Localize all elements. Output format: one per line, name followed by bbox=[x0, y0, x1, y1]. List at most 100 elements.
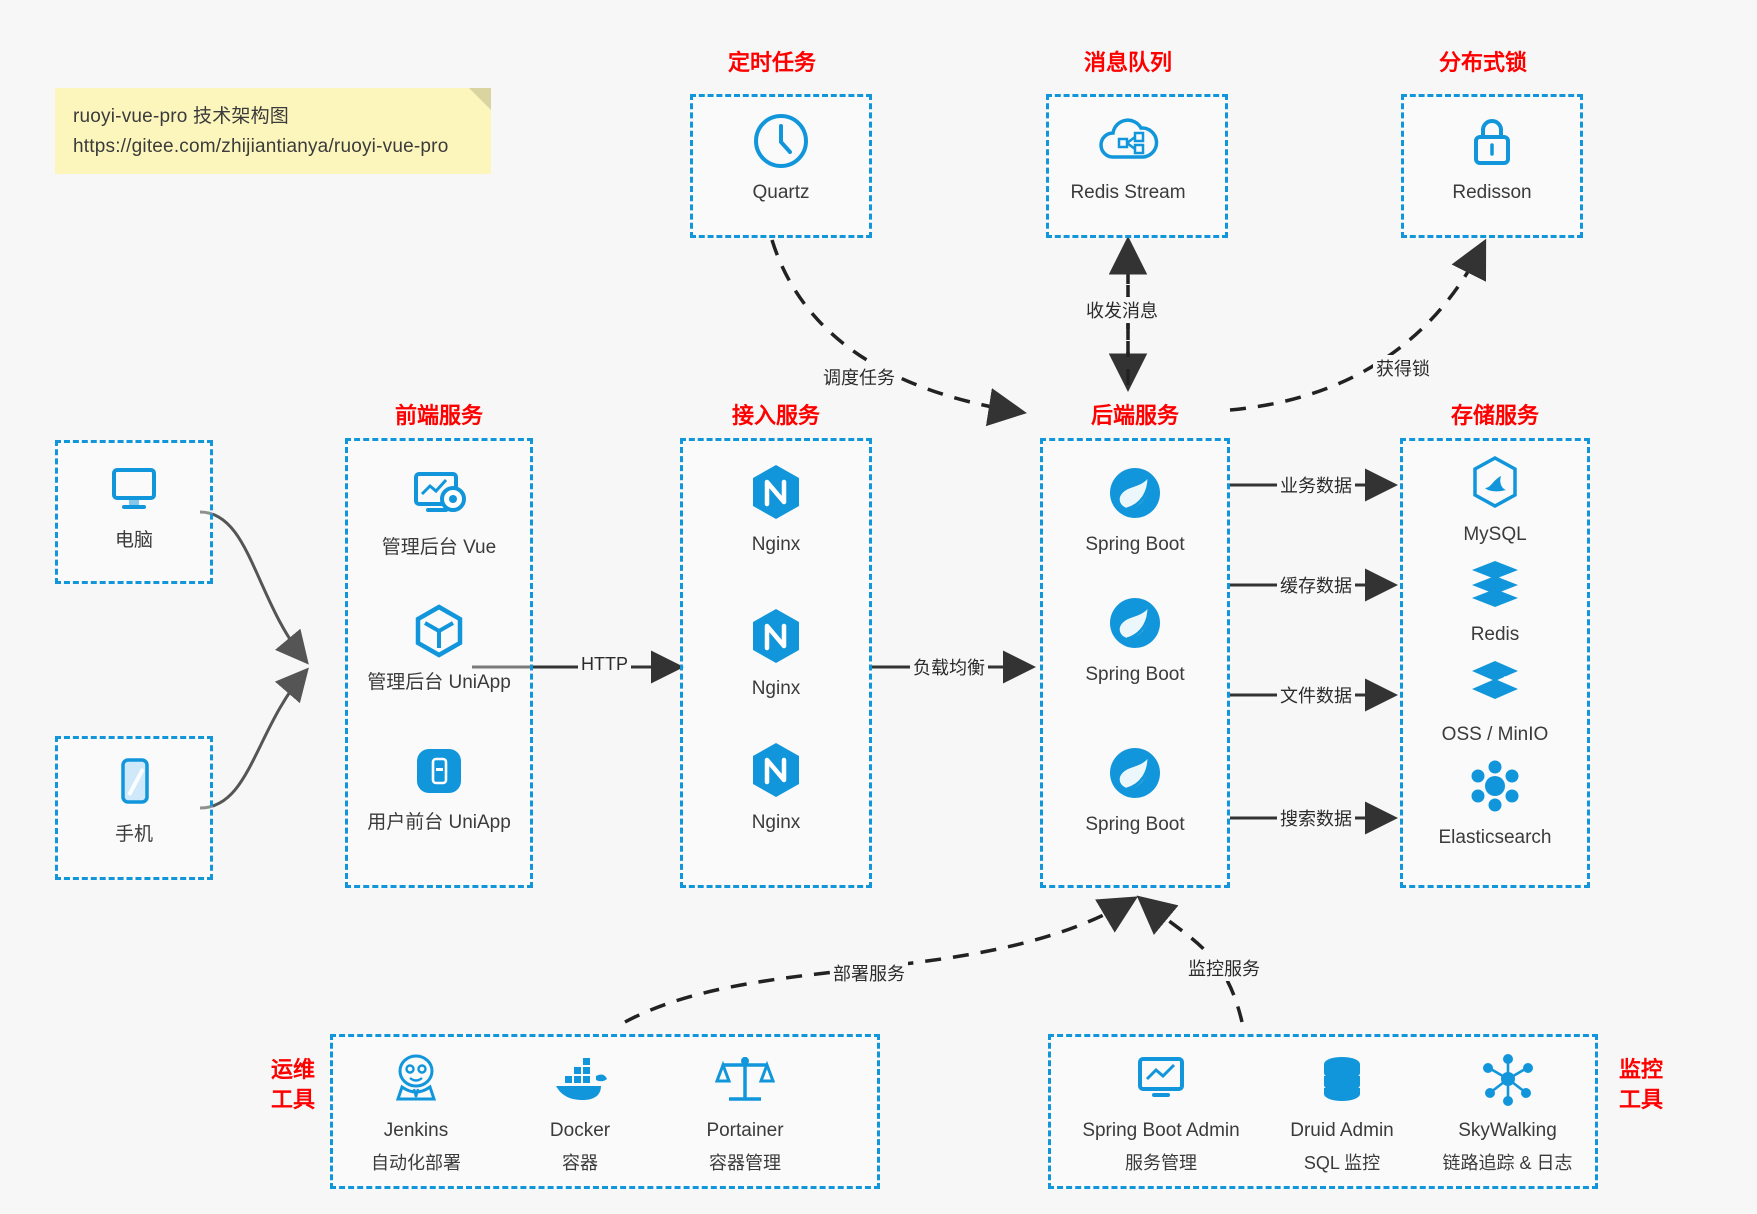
nginx-icon bbox=[747, 606, 805, 668]
docker-whale-icon bbox=[550, 1048, 610, 1110]
node-nginx-2[interactable]: Nginx bbox=[696, 606, 856, 701]
edge-label-monitor-service: 监控服务 bbox=[1185, 955, 1263, 981]
monitor-chart-icon bbox=[1132, 1048, 1190, 1110]
title-sticky-note: ruoyi-vue-pro 技术架构图 https://gitee.com/zh… bbox=[55, 88, 491, 174]
node-label: Redis bbox=[1470, 624, 1520, 645]
node-sublabel: 容器 bbox=[562, 1153, 598, 1173]
spring-leaf-icon bbox=[1105, 742, 1165, 804]
edge-label-cache-data: 缓存数据 bbox=[1277, 572, 1355, 598]
group-title-monitor-line1: 监控 bbox=[1618, 1057, 1663, 1082]
note-fold-corner bbox=[469, 88, 491, 110]
node-nginx-3[interactable]: Nginx bbox=[696, 740, 856, 835]
node-admin-uniapp[interactable]: 管理后台 UniApp bbox=[359, 600, 519, 695]
node-nginx-1[interactable]: Nginx bbox=[696, 462, 856, 557]
desktop-monitor-icon bbox=[105, 458, 163, 520]
elasticsearch-icon bbox=[1466, 755, 1524, 817]
note-line-url: https://gitee.com/zhijiantianya/ruoyi-vu… bbox=[73, 136, 449, 157]
portainer-scale-icon bbox=[715, 1048, 775, 1110]
node-quartz[interactable]: Quartz bbox=[701, 110, 861, 205]
spring-leaf-icon bbox=[1105, 592, 1165, 654]
group-title-mq: 消息队列 bbox=[1083, 50, 1172, 75]
note-line-title: ruoyi-vue-pro 技术架构图 bbox=[73, 106, 290, 127]
group-title-lock: 分布式锁 bbox=[1438, 50, 1527, 75]
node-admin-vue[interactable]: 管理后台 Vue bbox=[359, 465, 519, 560]
node-docker[interactable]: Docker 容器 bbox=[500, 1048, 660, 1176]
group-title-devops-line2: 工具 bbox=[270, 1087, 315, 1112]
group-title-frontend: 前端服务 bbox=[394, 403, 483, 428]
group-title-gateway: 接入服务 bbox=[731, 403, 820, 428]
node-redis[interactable]: Redis bbox=[1415, 552, 1575, 647]
node-label: Nginx bbox=[751, 534, 801, 555]
node-druid-admin[interactable]: Druid Admin SQL 监控 bbox=[1262, 1048, 1422, 1176]
node-label: Druid Admin bbox=[1290, 1120, 1394, 1141]
node-spring-boot-3[interactable]: Spring Boot bbox=[1055, 742, 1215, 837]
node-label: 管理后台 UniApp bbox=[367, 672, 511, 693]
edge-label-file-data: 文件数据 bbox=[1277, 682, 1355, 708]
node-label: Spring Boot bbox=[1085, 534, 1185, 555]
node-mysql[interactable]: MySQL bbox=[1415, 452, 1575, 547]
node-label: Elasticsearch bbox=[1438, 827, 1552, 848]
group-box-devops bbox=[330, 1034, 880, 1189]
group-title-storage: 存储服务 bbox=[1450, 403, 1539, 428]
node-sublabel: 自动化部署 bbox=[371, 1153, 461, 1173]
group-title-monitor: 监控 工具 bbox=[1606, 1055, 1676, 1115]
node-sublabel: 容器管理 bbox=[709, 1153, 781, 1173]
storage-stack-icon bbox=[1466, 652, 1524, 714]
node-user-uniapp[interactable]: 用户前台 UniApp bbox=[359, 740, 519, 835]
node-label: 管理后台 Vue bbox=[381, 537, 497, 558]
nginx-icon bbox=[747, 462, 805, 524]
node-label: 用户前台 UniApp bbox=[367, 812, 511, 833]
mobile-phone-icon bbox=[111, 752, 157, 814]
nginx-icon bbox=[747, 740, 805, 802]
clock-icon bbox=[752, 110, 810, 172]
node-pc[interactable]: 电脑 bbox=[54, 458, 214, 553]
edge-label-send-receive-message: 收发消息 bbox=[1083, 297, 1161, 323]
node-spring-boot-2[interactable]: Spring Boot bbox=[1055, 592, 1215, 687]
node-label: SkyWalking bbox=[1458, 1120, 1557, 1141]
node-sublabel: 链路追踪 & 日志 bbox=[1442, 1153, 1573, 1173]
edge-label-deploy-service: 部署服务 bbox=[830, 960, 908, 986]
cube-icon bbox=[410, 600, 468, 662]
mobile-app-icon bbox=[410, 740, 468, 802]
jenkins-butler-icon bbox=[388, 1048, 444, 1110]
edge-label-business-data: 业务数据 bbox=[1277, 472, 1355, 498]
group-title-devops: 运维 工具 bbox=[258, 1055, 328, 1115]
group-title-devops-line1: 运维 bbox=[270, 1057, 315, 1082]
node-label: OSS / MinIO bbox=[1441, 724, 1549, 745]
node-label: 手机 bbox=[114, 824, 153, 845]
group-box-mq bbox=[1046, 94, 1228, 238]
node-label: Redis Stream bbox=[1070, 182, 1186, 203]
node-label: Redisson bbox=[1452, 182, 1532, 203]
node-skywalking[interactable]: SkyWalking 链路追踪 & 日志 bbox=[1420, 1048, 1595, 1176]
database-icon bbox=[1314, 1048, 1370, 1110]
node-spring-boot-admin[interactable]: Spring Boot Admin 服务管理 bbox=[1066, 1048, 1256, 1176]
lock-icon bbox=[1464, 110, 1520, 172]
node-portainer[interactable]: Portainer 容器管理 bbox=[665, 1048, 825, 1176]
group-title-scheduler: 定时任务 bbox=[727, 50, 816, 75]
group-box-pc bbox=[55, 440, 213, 584]
node-sublabel: 服务管理 bbox=[1125, 1153, 1197, 1173]
node-label: MySQL bbox=[1463, 524, 1527, 545]
node-jenkins[interactable]: Jenkins 自动化部署 bbox=[336, 1048, 496, 1176]
edge-label-schedule-task: 调度任务 bbox=[820, 364, 898, 390]
spring-leaf-icon bbox=[1105, 462, 1165, 524]
node-spring-boot-1[interactable]: Spring Boot bbox=[1055, 462, 1215, 557]
edge-label-load-balance: 负载均衡 bbox=[910, 654, 988, 680]
node-label: Nginx bbox=[751, 812, 801, 833]
node-redisson[interactable]: Redisson bbox=[1412, 110, 1572, 205]
edge-label-search-data: 搜索数据 bbox=[1277, 805, 1355, 831]
node-oss-minio[interactable]: OSS / MinIO bbox=[1415, 652, 1575, 747]
edge-label-http: HTTP bbox=[578, 654, 631, 675]
node-elasticsearch[interactable]: Elasticsearch bbox=[1415, 755, 1575, 850]
node-label: Docker bbox=[549, 1120, 611, 1141]
edge-label-acquire-lock: 获得锁 bbox=[1373, 355, 1433, 381]
node-label: Portainer bbox=[706, 1120, 784, 1141]
node-redis-stream[interactable]: Redis Stream bbox=[1048, 110, 1208, 205]
node-phone[interactable]: 手机 bbox=[54, 752, 214, 847]
skywalking-node-icon bbox=[1479, 1048, 1537, 1110]
node-label: Quartz bbox=[752, 182, 810, 203]
group-box-frontend bbox=[345, 438, 533, 888]
cloud-stream-icon bbox=[1097, 110, 1159, 172]
node-label: Spring Boot bbox=[1085, 664, 1185, 685]
